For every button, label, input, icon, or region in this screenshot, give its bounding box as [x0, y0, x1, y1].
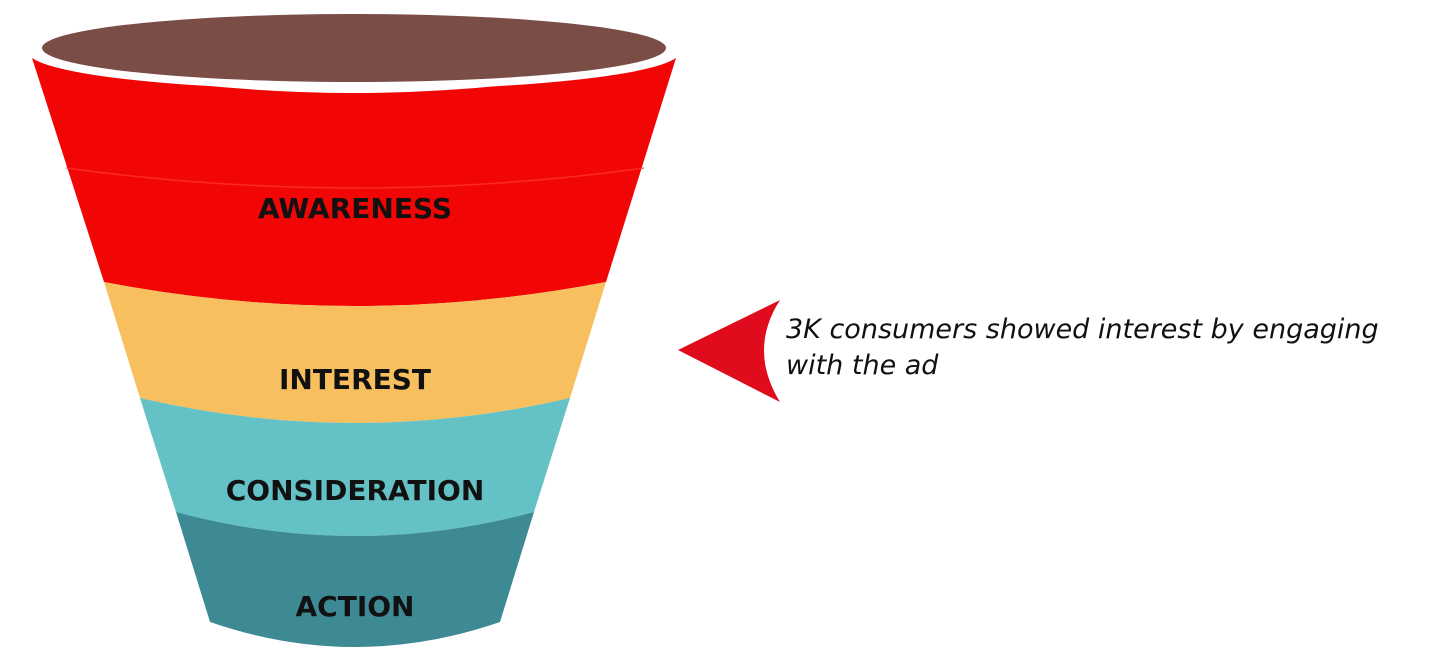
callout-text: 3K consumers showed interest by engaging…	[786, 314, 1379, 381]
funnel-stage-interest	[104, 282, 606, 423]
funnel-stage-awareness	[32, 58, 676, 306]
funnel-stage-action	[176, 512, 534, 647]
stage-label-consideration: CONSIDERATION	[226, 474, 485, 507]
stage-label-action: ACTION	[296, 590, 415, 623]
stage-label-awareness: AWARENESS	[258, 192, 452, 225]
callout-arrow	[678, 300, 780, 402]
funnel-stage-consideration	[140, 398, 570, 536]
stage-label-interest: INTEREST	[279, 363, 431, 396]
funnel-seam	[65, 167, 645, 189]
funnel-rim	[42, 14, 666, 82]
